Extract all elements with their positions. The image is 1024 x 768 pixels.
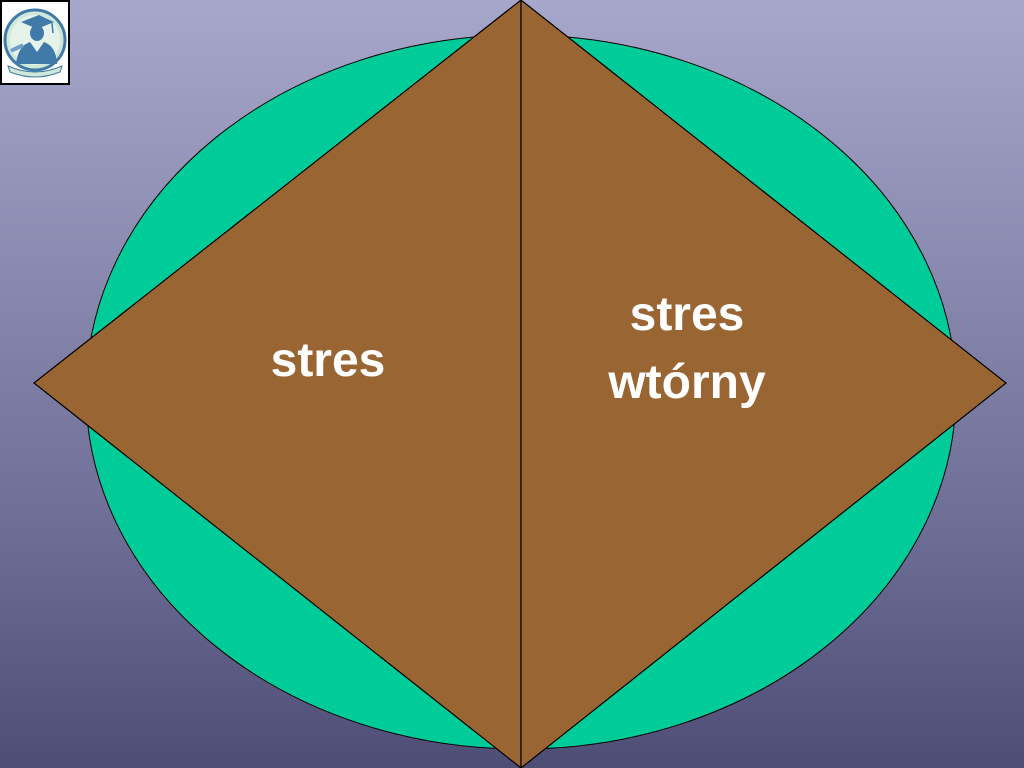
label-right-line2: wtórny — [607, 356, 766, 409]
label-right-line1: stres — [630, 288, 745, 341]
graduate-icon — [3, 8, 67, 78]
right-diamond-half — [520, 0, 1007, 768]
label-left: stres — [271, 334, 386, 387]
logo — [0, 0, 70, 85]
